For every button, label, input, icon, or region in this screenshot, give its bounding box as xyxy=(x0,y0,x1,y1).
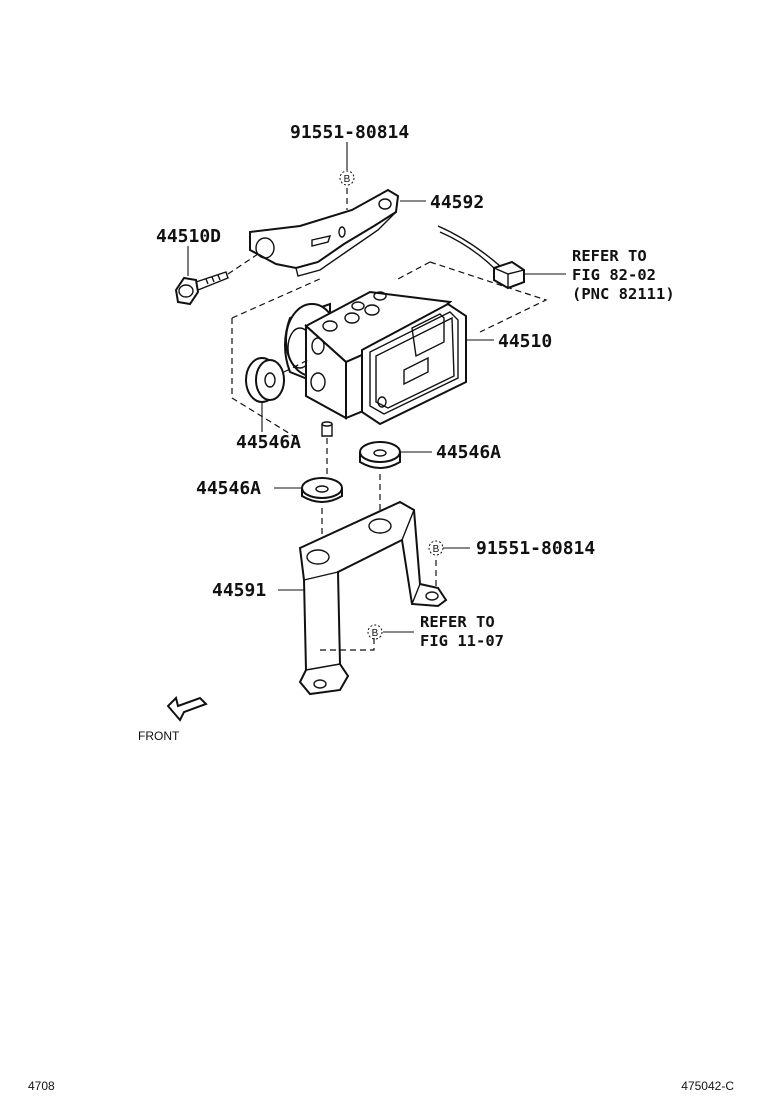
footer-right-code: 475042-C xyxy=(681,1079,734,1093)
front-label: FRONT xyxy=(138,729,180,743)
label-cushion-side: 44546A xyxy=(236,432,301,453)
actuator-44510 xyxy=(284,290,467,474)
b-marker-ref: B xyxy=(367,624,383,640)
b-marker-upper: B xyxy=(339,170,355,186)
label-bolt-side: 44510D xyxy=(156,226,221,247)
cushion-side xyxy=(245,357,309,403)
svg-text:REFER TO: REFER TO xyxy=(420,613,495,631)
label-bracket-lower: 44591 xyxy=(212,580,266,601)
front-arrow-icon xyxy=(166,696,208,722)
leader-lines xyxy=(187,142,566,633)
svg-text:(PNC 82111): (PNC 82111) xyxy=(572,285,675,303)
label-actuator: 44510 xyxy=(498,331,552,352)
bracket-reference-note: REFER TO FIG 11-07 xyxy=(420,613,504,650)
svg-text:FIG 11-07: FIG 11-07 xyxy=(420,632,504,650)
footer-left-code: 4708 xyxy=(28,1079,55,1093)
label-cushion-left: 44546A xyxy=(196,478,261,499)
svg-text:B: B xyxy=(433,544,440,555)
label-bracket-upper: 44592 xyxy=(430,192,484,213)
svg-text:B: B xyxy=(372,628,379,639)
bolt-44510d xyxy=(174,253,259,306)
label-bolt-upper: 91551-80814 xyxy=(290,122,409,143)
svg-text:REFER TO: REFER TO xyxy=(572,247,647,265)
cushion-right xyxy=(359,441,401,520)
svg-text:FIG 82-02: FIG 82-02 xyxy=(572,266,656,284)
svg-text:B: B xyxy=(344,174,351,185)
connector-reference-note: REFER TO FIG 82-02 (PNC 82111) xyxy=(572,247,675,303)
label-bolt-lower: 91551-80814 xyxy=(476,538,595,559)
b-marker-lower: B xyxy=(428,540,444,556)
connector xyxy=(437,225,525,290)
upper-bracket-44592 xyxy=(249,188,400,277)
lower-bracket-44591 xyxy=(298,500,448,696)
cushion-left xyxy=(301,477,343,548)
label-cushion-right: 44546A xyxy=(436,442,501,463)
